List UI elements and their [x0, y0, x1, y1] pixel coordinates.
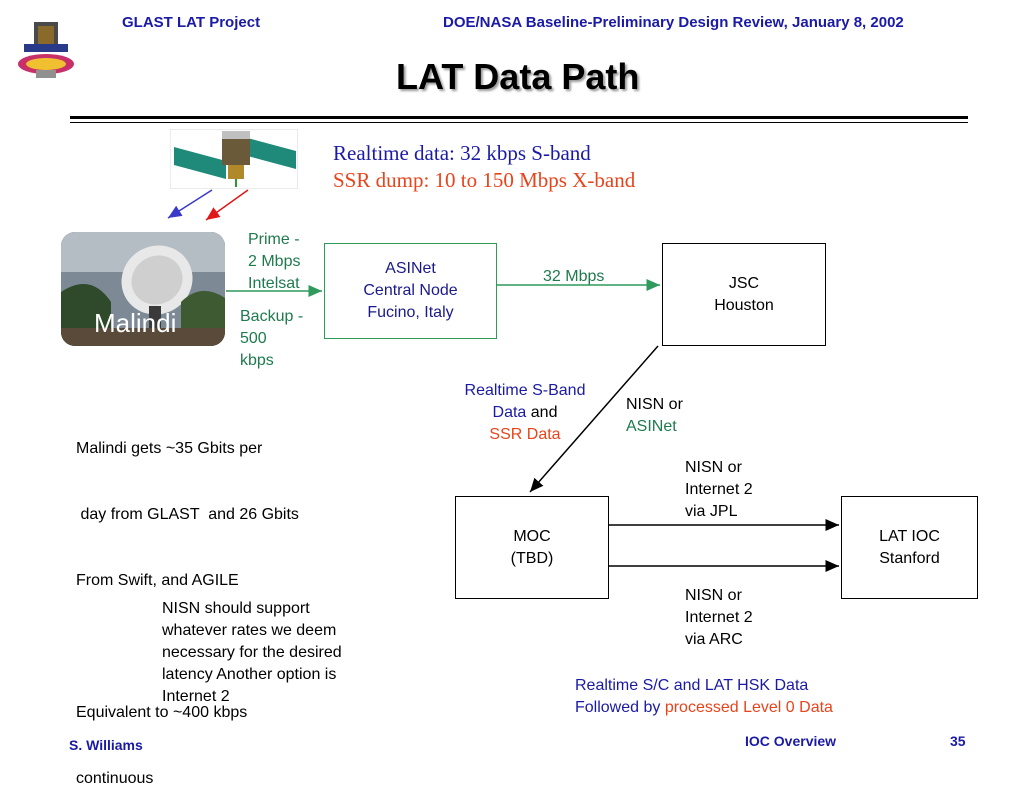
page-title: LAT Data Path — [396, 56, 640, 97]
lat-ioc-box: LAT IOC Stanford — [841, 496, 978, 599]
backup-link-label: Backup - 500 kbps — [240, 308, 304, 369]
header-project: GLAST LAT Project — [122, 14, 261, 31]
malindi-photo: Malindi — [61, 232, 225, 346]
header-review: DOE/NASA Baseline-Preliminary Design Rev… — [443, 14, 904, 31]
jsc-box: JSC Houston — [662, 243, 826, 346]
jsc-moc-network-label: NISN or ASINet — [626, 396, 683, 435]
connector-arrows — [167, 189, 839, 572]
footer-author: S. Williams — [69, 737, 143, 753]
jsc-moc-arrow — [529, 345, 659, 493]
asinet-jsc-rate: 32 Mbps — [543, 268, 605, 285]
glast-logo — [14, 14, 78, 84]
jsc-moc-data-label: Realtime S-Band Data and SSR Data — [464, 382, 586, 443]
xband-downlink-arrow — [205, 189, 249, 221]
moc-ioc-arc-label: NISN or Internet 2 via ARC — [685, 587, 753, 648]
asinet-box: ASINet Central Node Fucino, Italy — [324, 243, 497, 339]
hsk-note: Realtime S/C and LAT HSK Data Followed b… — [575, 677, 833, 716]
title-rule — [70, 116, 968, 119]
ssr-dump-rate: SSR dump: 10 to 150 Mbps X-band — [333, 168, 636, 192]
nisn-note: NISN should support whatever rates we de… — [162, 600, 342, 705]
sband-downlink-arrow — [167, 189, 213, 219]
moc-ioc-jpl-label: NISN or Internet 2 via JPL — [685, 459, 753, 520]
title-rule-thin — [70, 122, 968, 123]
prime-link-label: Prime - 2 Mbps Intelsat — [248, 231, 301, 292]
satellite-image — [169, 128, 299, 190]
realtime-data-rate: Realtime data: 32 kbps S-band — [333, 141, 591, 165]
moc-box: MOC (TBD) — [455, 496, 609, 599]
footer-page-number: 35 — [950, 733, 966, 749]
malindi-label: Malindi — [94, 308, 177, 338]
footer-section: IOC Overview — [745, 733, 837, 749]
